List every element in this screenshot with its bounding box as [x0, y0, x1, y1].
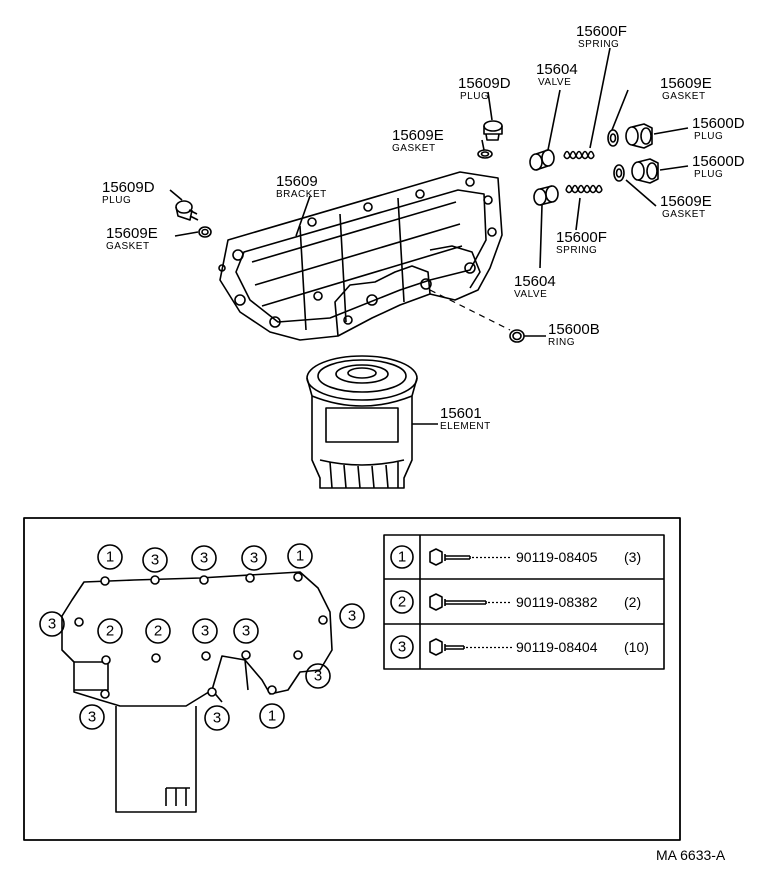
valve-top-number: 15604	[536, 61, 578, 78]
bolt-1-icon	[429, 548, 510, 566]
callout-label: 3	[48, 616, 56, 633]
callout-label: 1	[268, 708, 276, 725]
spring-bottom-number: 15600F	[556, 229, 607, 246]
gasket-top-drawing	[477, 149, 493, 159]
table-qty: (10)	[624, 639, 649, 655]
gasket-top-number: 15609E	[392, 127, 444, 144]
table-qty: (2)	[624, 594, 641, 610]
bolt-table	[383, 534, 665, 670]
spring-top-number: 15600F	[576, 23, 627, 40]
plug-top-name: PLUG	[460, 91, 489, 102]
gasket-right-bottom-number: 15609E	[660, 193, 712, 210]
valve-top-name: VALVE	[538, 77, 571, 88]
bracket-name: BRACKET	[276, 189, 327, 200]
plug-top-drawing	[483, 120, 503, 141]
plug-right-1-drawing	[625, 123, 653, 149]
bracket-drawing	[218, 171, 503, 341]
plug-left-name: PLUG	[102, 195, 131, 206]
table-key: 1	[398, 549, 406, 566]
bolt-3-icon	[429, 638, 512, 656]
callout-label: 3	[151, 552, 159, 569]
bracket-number: 15609	[276, 173, 318, 190]
spring-bottom-drawing	[565, 184, 603, 194]
plug-right-1-number: 15600D	[692, 115, 745, 132]
callout-label: 1	[296, 548, 304, 565]
callout-label: 3	[348, 608, 356, 625]
gasket-right-bottom-drawing	[613, 164, 625, 182]
valve-bottom-number: 15604	[514, 273, 556, 290]
gasket-left-drawing	[198, 226, 212, 238]
plug-top-number: 15609D	[458, 75, 511, 92]
bolt-layout-frame	[23, 517, 681, 841]
plug-right-2-drawing	[631, 158, 659, 184]
callout-label: 3	[200, 550, 208, 567]
callout-label: 3	[242, 623, 250, 640]
bracket-outline-view	[61, 571, 333, 813]
table-part: 90119-08405	[516, 549, 598, 565]
reference-code: MA 6633-A	[656, 847, 726, 863]
callout-label: 2	[106, 623, 114, 640]
callout-label: 2	[154, 623, 162, 640]
gasket-left-number: 15609E	[106, 225, 158, 242]
plug-right-1-name: PLUG	[694, 131, 723, 142]
plug-right-2-name: PLUG	[694, 169, 723, 180]
plug-left-number: 15609D	[102, 179, 155, 196]
gasket-right-top-number: 15609E	[660, 75, 712, 92]
bolt-2-icon	[429, 593, 512, 611]
table-qty: (3)	[624, 549, 641, 565]
gasket-right-bottom-name: GASKET	[662, 209, 706, 220]
callout-label: 3	[314, 668, 322, 685]
spring-top-drawing	[563, 150, 595, 160]
element-name: ELEMENT	[440, 421, 491, 432]
table-key: 2	[398, 594, 406, 611]
callout-label: 3	[213, 710, 221, 727]
gasket-top-name: GASKET	[392, 143, 436, 154]
table-key: 3	[398, 639, 406, 656]
gasket-right-top-name: GASKET	[662, 91, 706, 102]
spring-top-name: SPRING	[578, 39, 619, 50]
bolt-callout-circles	[39, 543, 365, 731]
valve-bottom-drawing	[533, 185, 559, 206]
table-part: 90119-08404	[516, 639, 598, 655]
spring-bottom-name: SPRING	[556, 245, 597, 256]
valve-top-drawing	[529, 149, 555, 171]
plug-right-2-number: 15600D	[692, 153, 745, 170]
ring-number: 15600B	[548, 321, 600, 338]
element-number: 15601	[440, 405, 482, 422]
callout-label: 3	[201, 623, 209, 640]
gasket-left-name: GASKET	[106, 241, 150, 252]
callout-label: 1	[106, 549, 114, 566]
callout-label: 3	[250, 550, 258, 567]
callout-label: 3	[88, 709, 96, 726]
plug-left-drawing	[175, 200, 199, 221]
element-drawing	[306, 355, 418, 489]
table-part: 90119-08382	[516, 594, 598, 610]
valve-bottom-name: VALVE	[514, 289, 547, 300]
ring-name: RING	[548, 337, 575, 348]
gasket-right-top-drawing	[607, 129, 619, 147]
